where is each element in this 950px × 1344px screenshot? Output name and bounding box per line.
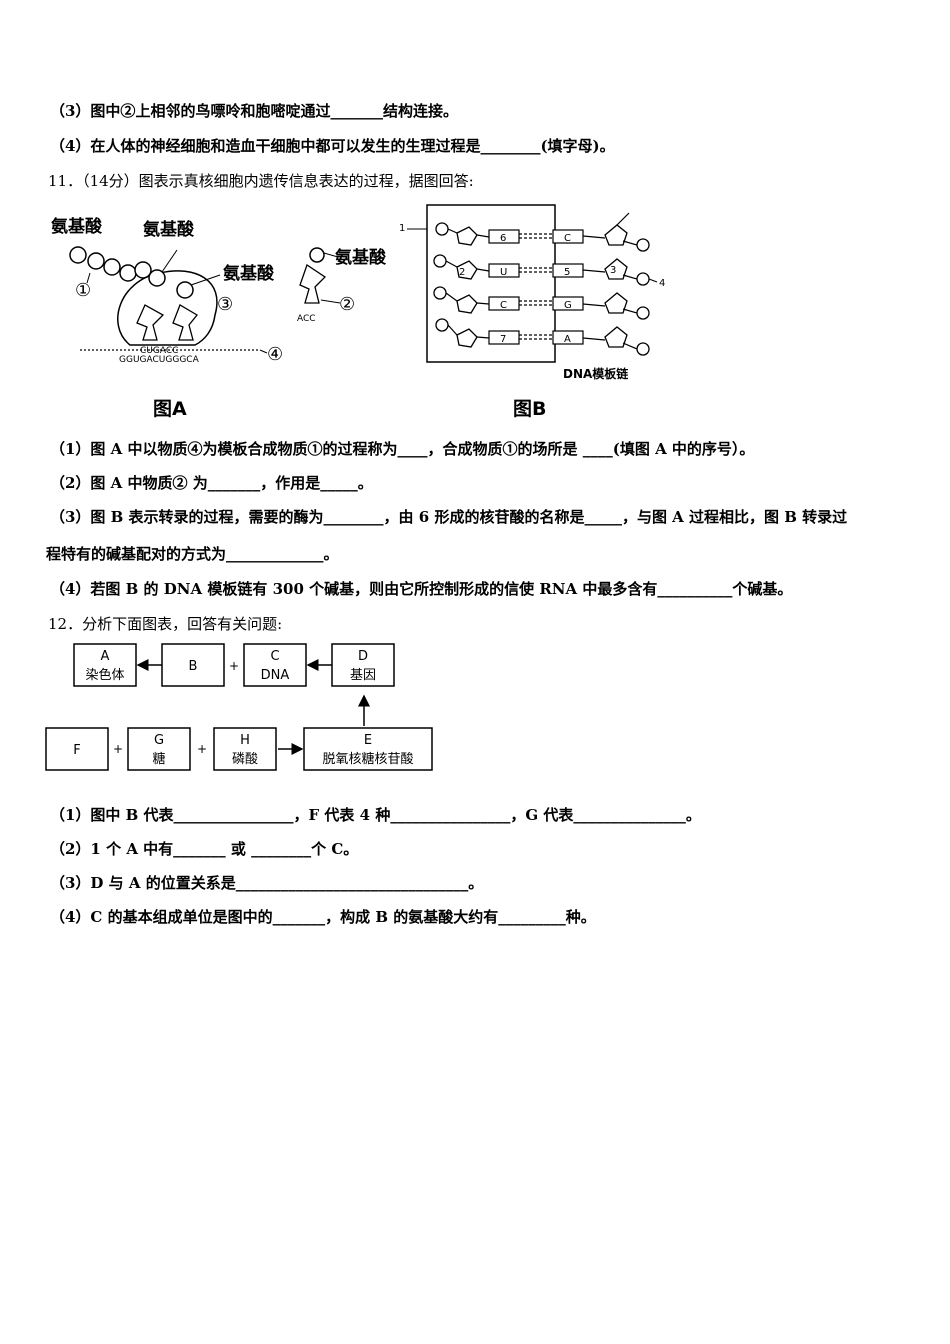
figa-amino-label-4: 氨基酸 xyxy=(335,247,387,268)
box-d-letter: D xyxy=(358,649,368,664)
figa-amino-label-1: 氨基酸 xyxy=(51,216,103,237)
figure-b-caption: 图B xyxy=(513,398,546,420)
right-bases xyxy=(552,229,584,345)
box-e-text: 脱氧核糖核苷酸 xyxy=(322,751,413,767)
q11-1: （1）图 A 中以物质④为模板合成物质①的过程称为____，合成物质①的场所是 … xyxy=(50,440,755,458)
ribosome xyxy=(117,270,218,346)
left-base-1: 6 xyxy=(500,233,506,244)
figb-label-1: 1 xyxy=(399,223,405,234)
box-a-text: 染色体 xyxy=(85,667,124,683)
q10-4: （4）在人体的神经细胞和造血干细胞中都可以发生的生理过程是________(填字… xyxy=(50,137,615,155)
left-base-2: U xyxy=(500,267,507,278)
left-base-3: C xyxy=(500,300,507,311)
box-g-text: 糖 xyxy=(152,751,165,767)
right-base-2: 5 xyxy=(564,267,570,278)
box-b-letter: B xyxy=(189,659,198,674)
label-3: ③ xyxy=(217,294,233,315)
figa-amino-label-3: 氨基酸 xyxy=(223,263,275,284)
figure-a-caption: 图A xyxy=(153,398,187,420)
box-a xyxy=(73,643,137,687)
box-h-text: 磷酸 xyxy=(232,752,258,767)
q11-3b: 程特有的碱基配对的方式为_____________。 xyxy=(46,545,339,563)
plus-1: + xyxy=(229,659,239,673)
right-base-3: G xyxy=(564,300,572,311)
left-base-4: 7 xyxy=(500,334,506,345)
box-f xyxy=(45,727,109,771)
q12-2: （2）1 个 A 中有_______ 或 ________个 C。 xyxy=(50,840,359,858)
plus-3: + xyxy=(197,742,207,756)
mrna-seq: GGUGACUGGGCA xyxy=(119,355,200,365)
box-e-letter: E xyxy=(364,733,372,748)
box-d-text: 基因 xyxy=(350,668,376,683)
box-a-letter: A xyxy=(101,649,110,664)
right-base-4: A xyxy=(564,334,571,345)
label-1: ① xyxy=(75,280,91,301)
label-2: ② xyxy=(339,294,355,315)
dna-template-label: DNA模板链 xyxy=(563,366,629,381)
q11-heading: 11．（14分）图表示真核细胞内遗传信息表达的过程，据图回答: xyxy=(48,172,474,190)
anticodon-seq: CUGACC xyxy=(140,346,178,356)
q12-4: （4）C 的基本组成单位是图中的_______，构成 B 的氨基酸大约有____… xyxy=(50,908,596,926)
left-strand xyxy=(433,222,478,348)
box-c xyxy=(243,643,307,687)
q12-1: （1）图中 B 代表________________，F 代表 4 种_____… xyxy=(50,806,701,824)
box-e xyxy=(303,727,433,771)
q11-2: （2）图 A 中物质② 为_______，作用是_____。 xyxy=(50,474,373,492)
left-bases xyxy=(488,229,520,345)
peptide-chain xyxy=(69,246,152,282)
figure-a: 氨基酸 氨基酸 氨基酸 氨基酸 CUGACC ③ ① GGUGACUGGGCA … xyxy=(51,216,387,420)
box-g xyxy=(127,727,191,771)
plus-2: + xyxy=(113,742,123,756)
figure-b: 1 2 6 U C 7 C 5 G A xyxy=(399,204,665,420)
right-num-3: 3 xyxy=(610,265,616,276)
box-g-letter: G xyxy=(154,733,164,748)
box-d xyxy=(331,643,395,687)
left-num-2: 2 xyxy=(459,267,465,278)
q12-heading: 12．分析下面图表，回答有关问题: xyxy=(48,615,283,633)
box-c-letter: C xyxy=(270,649,279,664)
figb-label-4: 4 xyxy=(659,278,665,289)
box-h xyxy=(213,727,277,771)
q11-4: （4）若图 B 的 DNA 模板链有 300 个碱基，则由它所控制形成的信使 R… xyxy=(50,580,793,598)
right-base-1: C xyxy=(564,233,571,244)
right-strand xyxy=(604,224,650,356)
q10-3: （3）图中②上相邻的鸟嘌呤和胞嘧啶通过_______结构连接。 xyxy=(50,102,458,120)
q11-3a: （3）图 B 表示转录的过程，需要的酶为________，由 6 形成的核苷酸的… xyxy=(50,508,848,526)
figa-amino-label-2: 氨基酸 xyxy=(143,219,195,240)
label-4: ④ xyxy=(267,344,283,365)
q12-diagram: A 染色体 B C DNA D 基因 F G 糖 H 磷酸 E 脱氧核糖核苷酸 … xyxy=(45,643,433,771)
q12-3: （3）D 与 A 的位置关系是_________________________… xyxy=(50,874,484,892)
box-f-letter: F xyxy=(73,743,80,758)
box-h-letter: H xyxy=(240,733,250,748)
box-c-text: DNA xyxy=(261,668,290,683)
acc-label: ACC xyxy=(297,314,316,324)
